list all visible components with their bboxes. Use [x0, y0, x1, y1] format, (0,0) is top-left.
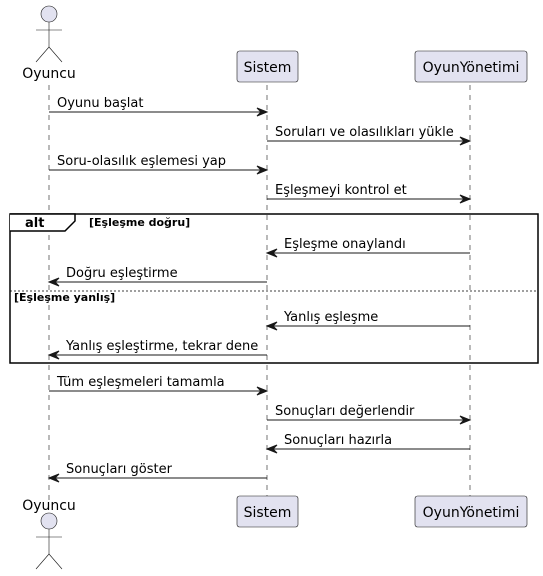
message-label: Sonuçları değerlendir [275, 404, 415, 419]
participant-sistem-top: Sistem [236, 50, 299, 83]
alt-guard-1: [Eşleşme doğru] [89, 216, 190, 229]
arrow-head-icon [459, 194, 472, 204]
message-label: Oyunu başlat [57, 96, 143, 111]
message-label: Eşleşme onaylandı [284, 237, 406, 252]
message-label: Tüm eşleşmeleri tamamla [56, 375, 225, 390]
participant-label-sistem-bottom: Sistem [244, 505, 292, 521]
participant-box [414, 50, 528, 83]
message: Tüm eşleşmeleri tamamla [49, 375, 269, 396]
participant-label-sistem-top: Sistem [244, 60, 292, 76]
arrow-head-icon [256, 107, 269, 117]
alt-keyword: alt [25, 216, 44, 231]
arrow-head-icon [47, 473, 60, 483]
participant-label-oyun-yonetimi-bottom: OyunYönetimi [423, 505, 520, 521]
message-label: Yanlış eşleşme [283, 310, 378, 325]
message-label: Sonuçları göster [66, 462, 173, 477]
participant-box [236, 50, 299, 83]
actor-head-icon [40, 512, 58, 530]
participant-box [414, 495, 528, 528]
arrow-head-icon [459, 415, 472, 425]
participant-oyun-yonetimi-top: OyunYönetimi [414, 50, 528, 83]
message: Doğru eşleştirme [47, 266, 267, 287]
arrow-head-icon [256, 165, 269, 175]
message-label: Doğru eşleştirme [66, 266, 178, 281]
message-label: Soruları ve olasılıkları yükle [275, 125, 454, 140]
actor-head-icon [40, 5, 58, 23]
arrow-head-icon [265, 321, 278, 331]
alt-frame-border [9, 213, 539, 364]
message: Sonuçları değerlendir [267, 404, 472, 425]
actor-label-oyuncu-top: Oyuncu [22, 66, 76, 82]
participant-sistem-bottom: Sistem [236, 495, 299, 528]
participant-label-oyun-yonetimi-top: OyunYönetimi [423, 60, 520, 76]
alt-guard-2: [Eşleşme yanlış] [14, 291, 115, 304]
message-label: Eşleşmeyi kontrol et [275, 183, 407, 198]
participant-oyun-yonetimi-bottom: OyunYönetimi [414, 495, 528, 528]
arrow-head-icon [256, 386, 269, 396]
message: Oyunu başlat [49, 96, 269, 117]
message: Eşleşmeyi kontrol et [267, 183, 472, 204]
alt-frame: alt [Eşleşme doğru] [Eşleşme yanlış] [9, 213, 539, 364]
message: Eşleşme onaylandı [265, 237, 470, 258]
message: Sonuçları göster [47, 462, 267, 483]
actor-oyuncu-top: Oyuncu [22, 5, 76, 82]
actor-leg-left-icon [35, 46, 50, 63]
message-label: Yanlış eşleştirme, tekrar dene [65, 339, 258, 354]
arrow-head-icon [459, 136, 472, 146]
actor-oyuncu-bottom: Oyuncu [22, 498, 76, 570]
arrow-head-icon [265, 248, 278, 258]
actor-leg-right-icon [48, 46, 63, 63]
message: Yanlış eşleşme [265, 310, 470, 331]
message: Sonuçları hazırla [265, 433, 470, 454]
message-label: Soru-olasılık eşlemesi yap [57, 154, 226, 169]
actor-leg-right-icon [48, 553, 63, 570]
arrow-head-icon [47, 350, 60, 360]
actor-leg-left-icon [35, 553, 50, 570]
message: Soruları ve olasılıkları yükle [267, 125, 472, 146]
actor-label-oyuncu-bottom: Oyuncu [22, 498, 76, 514]
arrow-head-icon [265, 444, 278, 454]
message: Soru-olasılık eşlemesi yap [49, 154, 269, 175]
participant-box [236, 495, 299, 528]
message-label: Sonuçları hazırla [284, 433, 392, 448]
arrow-head-icon [47, 277, 60, 287]
message: Yanlış eşleştirme, tekrar dene [47, 339, 267, 360]
alt-frame-tab [10, 213, 76, 232]
